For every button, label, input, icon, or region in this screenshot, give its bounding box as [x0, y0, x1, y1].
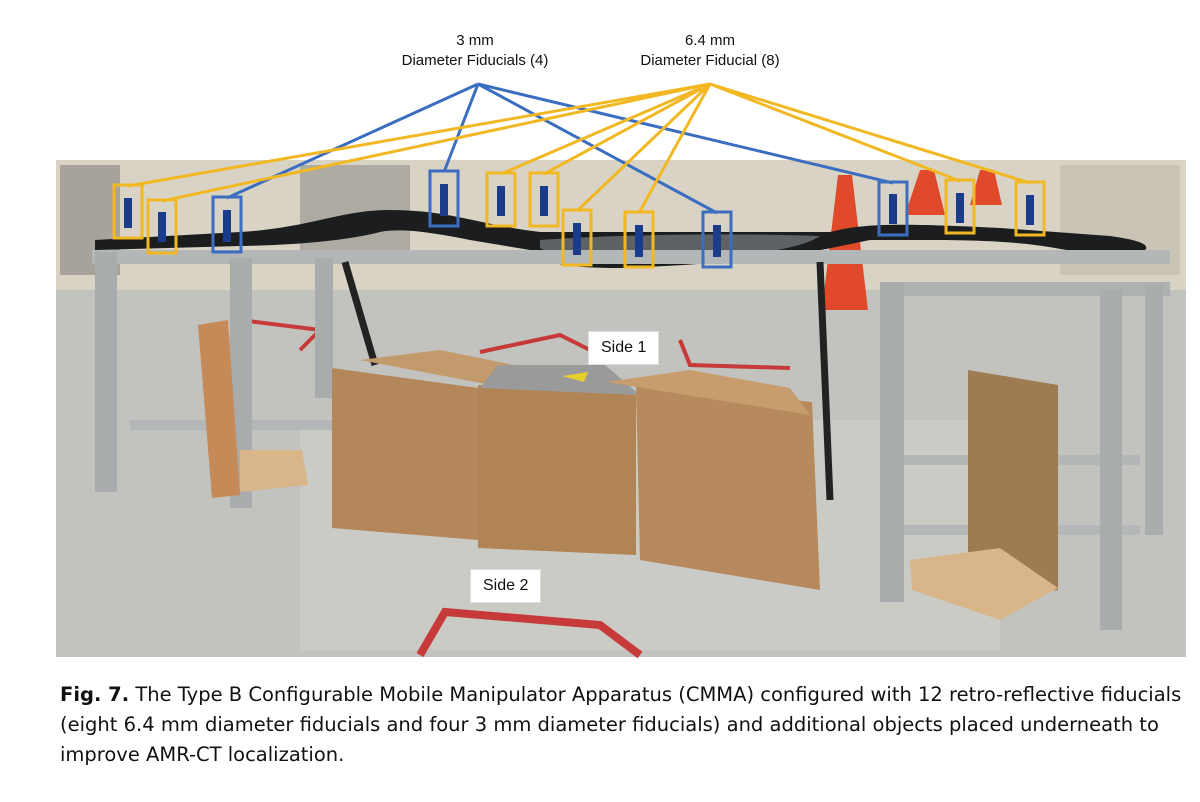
- callout-6-4mm-description: Diameter Fiducial (8): [640, 52, 780, 69]
- figure-number: Fig. 7.: [60, 683, 130, 706]
- fiducial-posts: [124, 184, 1034, 257]
- figure-caption: Fig. 7. The Type B Configurable Mobile M…: [60, 680, 1185, 770]
- support-beam: [816, 261, 834, 501]
- frame-rail-mid: [880, 282, 1170, 296]
- callout-6-4mm-size: 6.4 mm: [684, 32, 735, 49]
- frame-leg: [1145, 285, 1163, 535]
- frame-leg: [315, 258, 333, 398]
- wood-base-right: [910, 548, 1058, 620]
- wood-base-left: [240, 450, 308, 492]
- floor-tape: [479, 332, 601, 357]
- cardboard-box-middle-top: [480, 365, 640, 395]
- side-1-label: Side 1: [588, 331, 660, 365]
- cone: [905, 170, 945, 215]
- yellow-tag: [562, 372, 588, 382]
- cardboard-box-right-flap: [606, 370, 810, 415]
- callout-3mm-size: 3 mm: [456, 32, 494, 49]
- callout-3mm-description: Diameter Fiducials (4): [401, 52, 549, 69]
- frame-leg: [95, 252, 117, 492]
- frame-leg: [1100, 290, 1122, 630]
- frame-leg: [880, 282, 904, 602]
- cardboard-box-middle: [478, 385, 636, 555]
- frame-rail-top: [92, 250, 1170, 264]
- figure: 3 mm Diameter Fiducials (4) 6.4 mm Diame…: [56, 31, 1186, 659]
- wood-block-left: [198, 320, 240, 498]
- side-2-label: Side 2: [470, 569, 542, 603]
- callout-3mm-fiducials: 3 mm Diameter Fiducials (4): [360, 31, 590, 71]
- callout-6-4mm-fiducials: 6.4 mm Diameter Fiducial (8): [595, 31, 825, 71]
- cardboard-box-left: [332, 368, 478, 540]
- floor-tape: [416, 607, 643, 659]
- floor-tape: [678, 339, 791, 370]
- wood-block-right: [968, 370, 1058, 595]
- figure-caption-text: The Type B Configurable Mobile Manipulat…: [60, 683, 1182, 766]
- support-beam: [341, 261, 379, 366]
- cone: [970, 170, 1002, 205]
- cardboard-box-right: [636, 385, 820, 590]
- leader-lines-6-4mm: [127, 82, 1031, 214]
